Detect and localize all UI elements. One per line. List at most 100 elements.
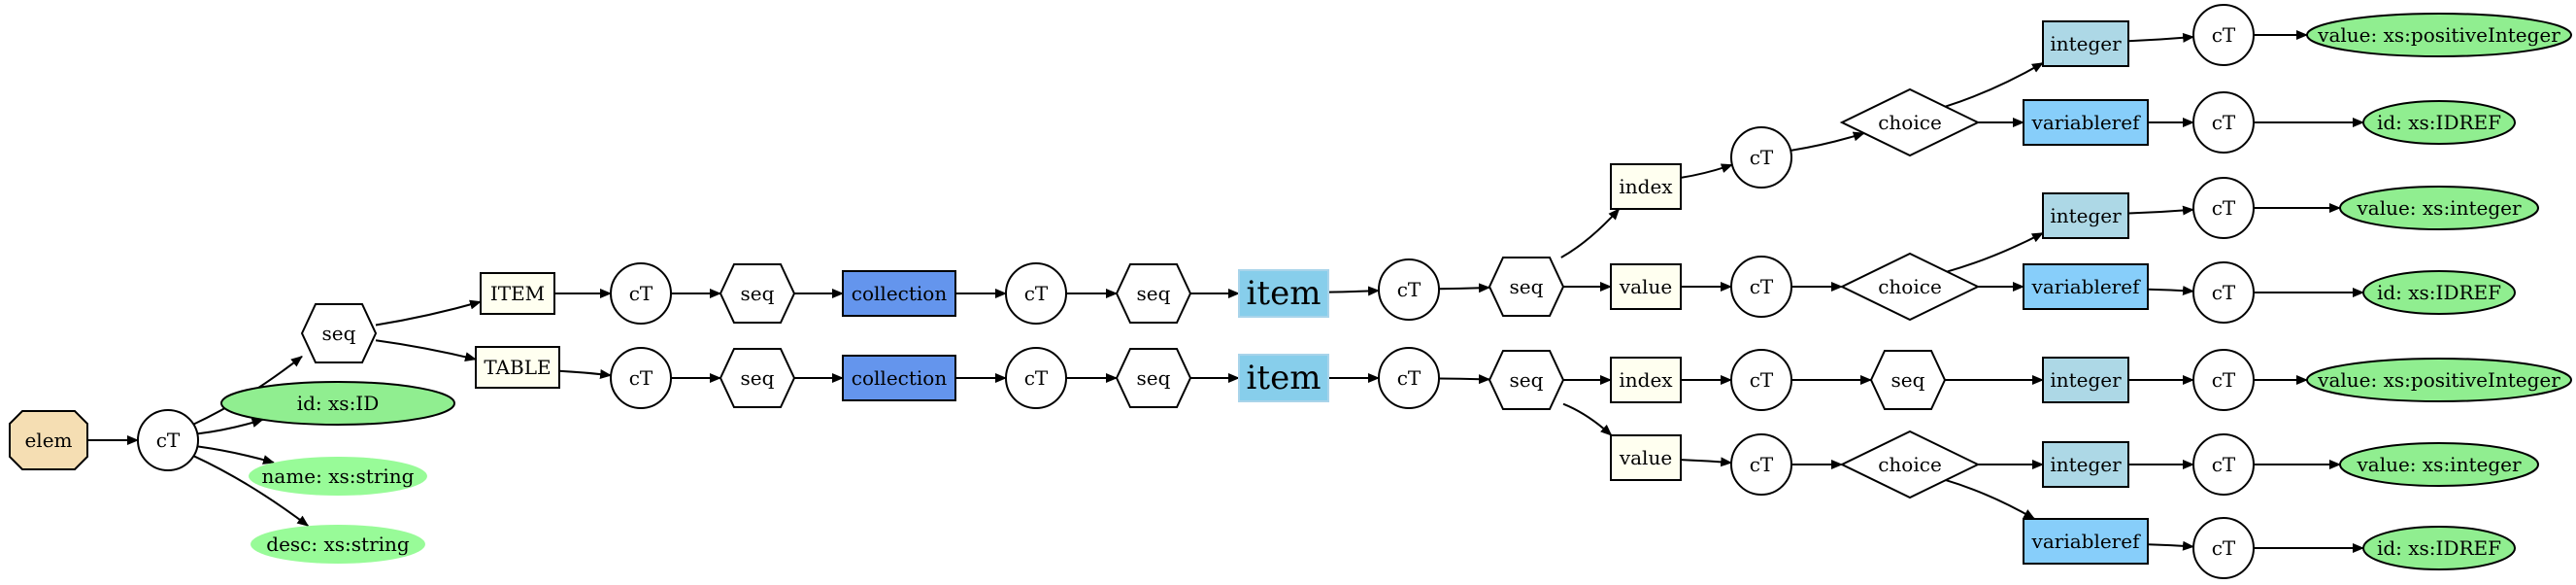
value-node-1: value: [1610, 263, 1682, 310]
ct-node-integer-a-label: cT: [2212, 23, 2236, 47]
seq-node-item-lower-label: seq: [1510, 368, 1544, 392]
edge-val2-to-ctD: [1680, 457, 1733, 467]
ct-node-table-collection: cT: [1005, 347, 1067, 409]
ct-node-index-2-label: cT: [1750, 368, 1774, 392]
edge-ct0-to-adesc: [192, 455, 310, 527]
element-table-tag-label: TABLE: [484, 356, 551, 379]
attr-name-node: name: xs:string: [249, 457, 427, 496]
choice-node-value-2: choice: [1839, 430, 1981, 499]
ct-node-root: cT: [137, 409, 199, 471]
edge-TABLE-to-ctT: [558, 369, 613, 379]
integer-node-c-label: integer: [2050, 368, 2122, 392]
choice-node-value-2-label: choice: [1878, 453, 1942, 476]
ct-node-integer-c-label: cT: [2212, 368, 2236, 392]
attr-value-positiveinteger-c-label: value: xs:positiveInteger: [2317, 368, 2560, 392]
variableref-node-a-label: variableref: [2031, 111, 2142, 134]
edge-intB-to-c3: [2127, 205, 2194, 216]
variableref-node-b: variableref: [2023, 263, 2149, 310]
index-node-2-label: index: [1619, 368, 1673, 392]
variableref-node-d: variableref: [2023, 518, 2149, 565]
collection-node-table-branch: collection: [842, 355, 956, 401]
item-node-upper-label: item: [1247, 274, 1321, 313]
attr-value-positiveinteger-a-label: value: xs:positiveInteger: [2317, 23, 2560, 47]
value-node-1-label: value: [1619, 275, 1672, 298]
variableref-node-d-label: variableref: [2031, 530, 2142, 553]
edge-ctI3-to-seqI3: [1438, 283, 1490, 293]
seq-node-table-branch-label: seq: [741, 366, 775, 390]
ct-node-integer-d-label: cT: [2212, 453, 2236, 476]
collection-node-item-branch: collection: [842, 270, 956, 317]
attr-value-integer-d: value: xs:integer: [2339, 442, 2539, 487]
value-node-2-label: value: [1619, 446, 1672, 469]
collection-node-item-branch-label: collection: [852, 282, 948, 305]
edge-chA-to-intA: [1945, 61, 2044, 108]
edge-ctT3-to-seqT3: [1438, 374, 1490, 385]
element-table-tag: TABLE: [475, 346, 560, 389]
ct-node-item-lower: cT: [1378, 347, 1440, 409]
edge-itemI-to-ctI3: [1327, 286, 1380, 296]
ct-node-item-branch: cT: [610, 262, 672, 325]
attr-desc-node: desc: xs:string: [251, 525, 425, 564]
attr-value-integer-b: value: xs:integer: [2339, 186, 2539, 230]
ct-node-table-collection-label: cT: [1024, 366, 1049, 390]
seq-node-item-upper: seq: [1488, 257, 1565, 317]
attr-id-node-label: id: xs:ID: [297, 392, 380, 415]
edge-ctA-to-chA: [1790, 131, 1865, 152]
seq-node-table-collection: seq: [1115, 348, 1192, 408]
ct-node-variableref-b-label: cT: [2212, 281, 2236, 304]
seq-node-item-branch-label: seq: [741, 282, 775, 305]
edges: [87, 30, 2364, 553]
attr-name-node-label: name: xs:string: [262, 465, 415, 488]
ct-node-variableref-a-label: cT: [2212, 111, 2236, 134]
ct-node-value-1-label: cT: [1750, 275, 1774, 298]
attr-value-integer-b-label: value: xs:integer: [2356, 196, 2522, 220]
attr-id-idref-b-label: id: xs:IDREF: [2377, 281, 2501, 304]
item-node-lower: item: [1238, 354, 1329, 402]
index-node-2: index: [1610, 357, 1682, 403]
attr-desc-node-label: desc: xs:string: [266, 533, 410, 556]
seq-node-table-branch: seq: [719, 348, 796, 408]
value-node-2: value: [1610, 434, 1682, 481]
attr-id-idref-d: id: xs:IDREF: [2362, 526, 2516, 570]
ct-node-integer-b-label: cT: [2212, 196, 2236, 220]
seq-node-item-lower: seq: [1488, 350, 1565, 410]
ct-node-item-collection: cT: [1005, 262, 1067, 325]
seq-node-item-upper-label: seq: [1510, 275, 1544, 298]
ct-node-variableref-d: cT: [2192, 517, 2255, 579]
item-node-upper: item: [1238, 269, 1329, 318]
ct-node-item-branch-label: cT: [629, 282, 653, 305]
variableref-node-b-label: variableref: [2031, 275, 2142, 298]
integer-node-c: integer: [2042, 357, 2129, 403]
seq-node-table-collection-label: seq: [1137, 366, 1171, 390]
attr-id-idref-a: id: xs:IDREF: [2362, 100, 2516, 145]
ct-node-root-label: cT: [156, 429, 181, 452]
seq-node-index-2: seq: [1869, 350, 1947, 410]
integer-node-a: integer: [2042, 20, 2129, 67]
edge-idx1-to-ctA: [1680, 163, 1733, 179]
variableref-node-a: variableref: [2023, 99, 2149, 146]
integer-node-b-label: integer: [2050, 204, 2122, 227]
ct-node-integer-a: cT: [2192, 4, 2255, 66]
root-elem-node: elem: [9, 410, 88, 470]
attr-id-idref-a-label: id: xs:IDREF: [2377, 111, 2501, 134]
index-node-1: index: [1610, 163, 1682, 210]
attr-id-idref-b: id: xs:IDREF: [2362, 270, 2516, 315]
index-node-1-label: index: [1619, 175, 1673, 198]
seq-node-item-branch: seq: [719, 263, 796, 324]
attr-value-positiveinteger-c: value: xs:positiveInteger: [2306, 358, 2572, 402]
attr-value-integer-d-label: value: xs:integer: [2356, 453, 2522, 476]
element-item-tag-label: ITEM: [490, 282, 545, 305]
choice-node-index-1: choice: [1839, 87, 1981, 157]
seq-node-index-2-label: seq: [1891, 368, 1925, 392]
choice-node-value-1-label: choice: [1878, 275, 1942, 298]
ct-node-value-2-label: cT: [1750, 453, 1774, 476]
seq-node-root: seq: [300, 303, 378, 363]
ct-node-variableref-d-label: cT: [2212, 536, 2236, 560]
seq-node-item-collection-label: seq: [1137, 282, 1171, 305]
ct-node-variableref-a: cT: [2192, 91, 2255, 154]
seq-node-root-label: seq: [322, 322, 356, 345]
ct-node-integer-b: cT: [2192, 177, 2255, 239]
ct-node-index-1-label: cT: [1750, 146, 1774, 169]
ct-node-variableref-b: cT: [2192, 261, 2255, 324]
